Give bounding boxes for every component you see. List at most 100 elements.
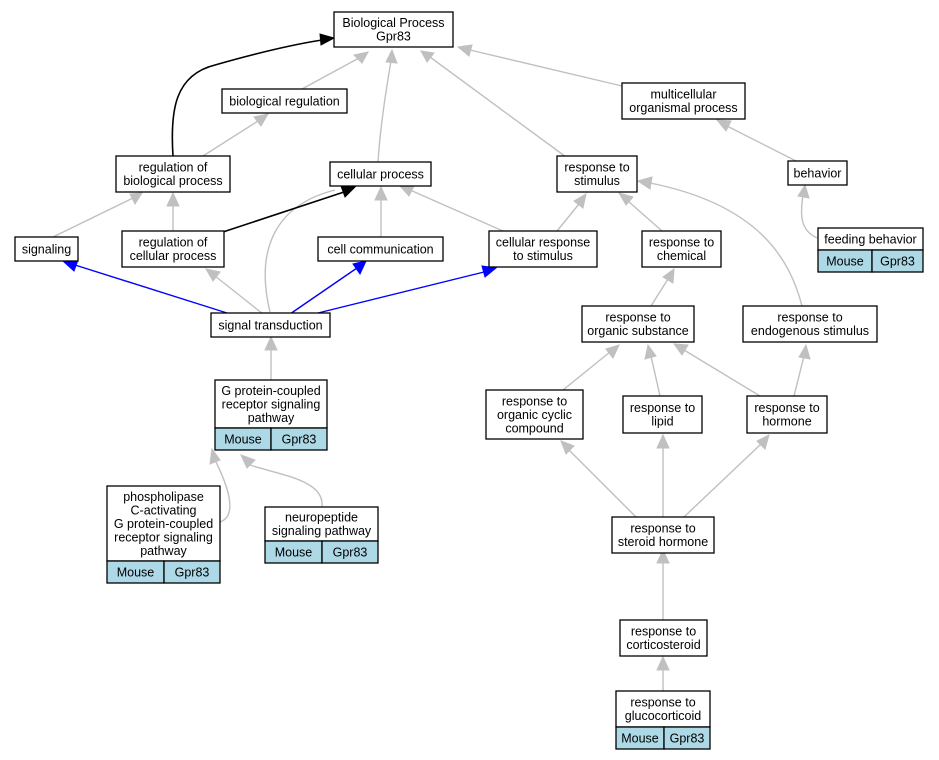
- node-box: [787, 160, 848, 186]
- node-label-line: hormone: [762, 415, 811, 429]
- node-label-line: Gpr83: [376, 30, 411, 44]
- node-box: [214, 379, 328, 429]
- edge-plc-to-gpcr: [214, 459, 231, 523]
- node-box: [581, 305, 695, 343]
- node-label-line: multicellular: [651, 88, 717, 102]
- edge-resp-endo-to-resp-stim: [649, 182, 803, 307]
- arrowhead: [456, 44, 473, 57]
- arrowhead: [420, 50, 435, 63]
- node-label-line: response to: [630, 696, 695, 710]
- node-box: [621, 82, 746, 120]
- node-bio-reg[interactable]: biological regulation: [221, 88, 348, 114]
- arrowhead: [617, 192, 634, 206]
- arrowhead: [340, 185, 357, 198]
- edge-resp-org-to-resp-chem: [650, 278, 669, 307]
- node-signaling[interactable]: signaling: [14, 236, 79, 262]
- arrowhead: [264, 335, 278, 351]
- edge-cyclic-to-resp-org: [562, 351, 611, 391]
- node-box: [611, 516, 715, 554]
- node-label-line: signaling pathway: [272, 524, 372, 538]
- node-box: [742, 305, 878, 343]
- node-box: [317, 236, 444, 262]
- edge-horm-to-resp-endo: [793, 355, 805, 397]
- edge-sig-trans-to-cell-comm-blue: [289, 267, 358, 315]
- annotation-organism: Mouse: [224, 432, 262, 446]
- arrowhead: [240, 454, 256, 469]
- edge-horm-to-resp-org: [683, 349, 761, 397]
- annotation-gene: Gpr83: [880, 254, 915, 268]
- arrowhead: [253, 113, 270, 127]
- edge-reg-bio-to-bio-reg: [202, 120, 259, 157]
- node-box: [622, 395, 703, 434]
- annotation-gene: Gpr83: [175, 565, 210, 579]
- arrowhead: [573, 192, 587, 209]
- node-box: [746, 395, 828, 434]
- edge-multi-to-bp: [469, 49, 623, 87]
- node-label-line: regulation of: [139, 236, 208, 250]
- arrowhead: [560, 440, 575, 455]
- node-label-line: response to: [777, 311, 842, 325]
- arrowhead: [204, 268, 221, 282]
- node-label-line: response to: [630, 522, 695, 536]
- arrowhead: [129, 192, 143, 206]
- node-label-line: G protein-coupled: [221, 384, 320, 398]
- arrowhead: [662, 267, 675, 284]
- edge-bio-reg-to-bp: [301, 57, 360, 90]
- node-box: [556, 155, 638, 193]
- node-label-line: response to: [631, 625, 696, 639]
- node-label-line: signaling: [22, 242, 71, 256]
- edge-neuro-to-gpcr: [249, 464, 323, 508]
- node-label-line: regulation of: [139, 161, 208, 175]
- node-behavior[interactable]: behavior: [787, 160, 848, 186]
- node-label-line: pathway: [140, 544, 187, 558]
- node-box: [210, 312, 331, 338]
- arrowhead: [644, 343, 657, 360]
- node-label-line: response to: [649, 236, 714, 250]
- arrowhead: [672, 343, 689, 356]
- node-box: [121, 230, 225, 268]
- annotation-cell-gene: [270, 427, 328, 451]
- edge-reg-bio-to-bp-black: [171, 39, 323, 157]
- edge-sig-trans-to-signaling-blue: [74, 264, 228, 314]
- node-sig-trans[interactable]: signal transduction: [210, 312, 331, 338]
- arrowhead: [352, 260, 367, 275]
- edge-cell-proc-to-bp: [377, 60, 392, 163]
- edge-signaling-to-reg-bio: [52, 197, 134, 238]
- node-box: [329, 161, 432, 187]
- annotation-cell-gene: [871, 249, 924, 273]
- node-label-line: cellular process: [337, 167, 424, 181]
- node-box: [619, 619, 708, 657]
- annotation-organism: Mouse: [117, 565, 155, 579]
- node-label-line: feeding behavior: [824, 232, 916, 246]
- node-cell-comm[interactable]: cell communication: [317, 236, 444, 262]
- node-label-line: response to: [630, 401, 695, 415]
- annotation-cell-gene: [663, 726, 711, 750]
- node-box: [106, 485, 221, 562]
- node-label-line: organic cyclic: [497, 408, 572, 422]
- node-label-line: phospholipase: [123, 490, 204, 504]
- edge-reg-cell-to-cell-proc-black: [222, 191, 345, 233]
- annotation-cell-gene: [163, 560, 221, 584]
- node-label-line: organic substance: [587, 324, 689, 338]
- node-cell-proc[interactable]: cellular process: [329, 161, 432, 187]
